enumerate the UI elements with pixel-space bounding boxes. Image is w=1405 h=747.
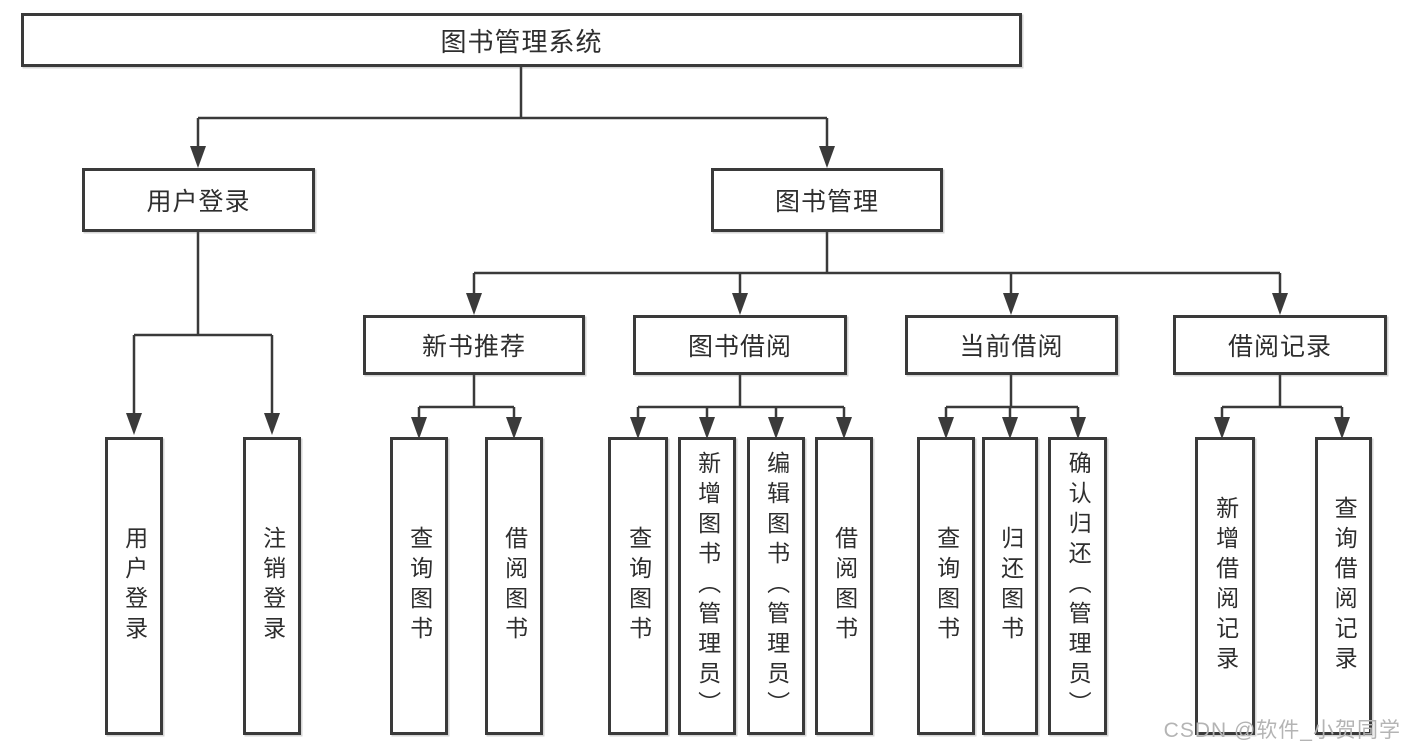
leaf-borrow-books-recommend-label: 借阅图书 [501,526,528,646]
node-root-label: 图书管理系统 [440,26,603,57]
leaf-add-book-admin-label: 新增图书（管理员） [694,451,721,721]
leaf-edit-book-admin: 编辑图书（管理员） [747,437,805,735]
leaf-query-borrow-record: 查询借阅记录 [1315,437,1372,735]
leaf-query-borrow-record-label: 查询借阅记录 [1331,496,1358,676]
leaf-borrow-books-borrowing: 借阅图书 [815,437,873,735]
leaf-user-login: 用户登录 [105,437,163,735]
node-borrowing-records: 借阅记录 [1173,315,1387,375]
leaf-edit-book-admin-label: 编辑图书（管理员） [763,451,790,721]
branch-book-management [474,232,1280,275]
leaf-query-books-recommend-label: 查询图书 [406,526,433,646]
leaf-query-books-current: 查询图书 [917,437,975,735]
leaf-confirm-return-admin: 确认归还（管理员） [1048,437,1107,735]
leaf-query-books-recommend: 查询图书 [390,437,448,735]
leaf-add-borrow-record: 新增借阅记录 [1195,437,1255,735]
node-book-management-label: 图书管理 [774,188,879,216]
node-current-borrowing: 当前借阅 [905,315,1118,375]
watermark: CSDN @软件_小贺同学 [1163,719,1401,742]
leaf-borrow-books-borrowing-label: 借阅图书 [831,526,858,646]
node-book-borrowing-label: 图书借阅 [687,333,792,361]
branch-user-login [134,232,272,337]
node-new-book-recommend-label: 新书推荐 [421,333,526,361]
branch-root [198,67,827,120]
leaf-logout: 注销登录 [243,437,301,735]
node-book-management: 图书管理 [711,168,943,232]
node-borrowing-records-label: 借阅记录 [1227,333,1332,361]
branch-book-borrowing [638,375,844,409]
branch-current-borrowing [946,375,1078,409]
leaf-confirm-return-admin-label: 确认归还（管理员） [1065,451,1092,721]
node-root: 图书管理系统 [21,13,1022,67]
leaf-borrow-books-recommend: 借阅图书 [485,437,543,735]
node-new-book-recommend: 新书推荐 [363,315,585,375]
leaf-return-books-label: 归还图书 [997,526,1024,646]
arrowheads [126,146,1350,439]
leaf-add-borrow-record-label: 新增借阅记录 [1212,496,1239,676]
leaf-query-books-borrowing-label: 查询图书 [625,526,652,646]
node-current-borrowing-label: 当前借阅 [959,333,1064,361]
node-book-borrowing: 图书借阅 [633,315,847,375]
leaf-logout-label: 注销登录 [259,526,286,646]
branch-borrowing-records [1222,375,1342,409]
node-user-login: 用户登录 [82,168,315,232]
branch-new-book [419,375,514,409]
leaf-query-books-borrowing: 查询图书 [608,437,668,735]
node-user-login-label: 用户登录 [146,188,251,216]
leaf-add-book-admin: 新增图书（管理员） [678,437,736,735]
leaf-return-books: 归还图书 [982,437,1038,735]
leaf-user-login-label: 用户登录 [121,526,148,646]
leaf-query-books-current-label: 查询图书 [933,526,960,646]
